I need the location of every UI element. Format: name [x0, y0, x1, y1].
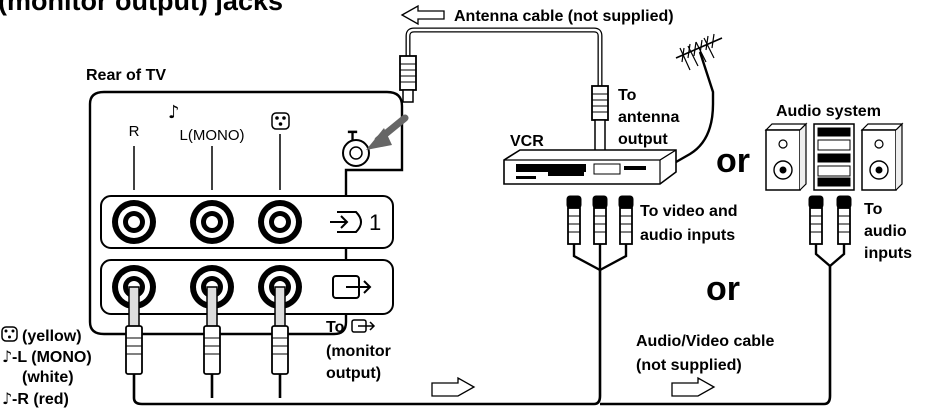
- cable-direction-arrow-right: [671, 376, 716, 397]
- to-audio-inputs-line1: To: [864, 201, 883, 218]
- monitor-output-icon: [332, 275, 372, 299]
- plug-into-r-output: [125, 286, 143, 375]
- jack-l-in: [190, 200, 234, 244]
- cable-direction-arrow: [431, 376, 476, 397]
- vcr-av-plugs: [566, 195, 634, 272]
- or-label-top: or: [716, 142, 750, 180]
- plug-into-l-output: [203, 286, 221, 375]
- video-icon: [271, 112, 290, 130]
- svg-text:♪: ♪: [2, 347, 12, 366]
- jack-label-l-mono: L(MONO): [180, 127, 245, 144]
- plug-into-video-output: [271, 286, 289, 375]
- to-monitor-output-line3: output): [326, 365, 381, 382]
- vcr-icon: [503, 149, 677, 185]
- svg-text:♪: ♪: [168, 102, 180, 123]
- vcr-label: VCR: [510, 133, 544, 150]
- input-jack-row: 1: [100, 195, 394, 249]
- antenna-cable: [399, 27, 609, 155]
- legend: (yellow) ♪ -L (MONO) (white) ♪ -R (red): [1, 326, 92, 408]
- to-video-audio-inputs-line1: To video and: [640, 203, 737, 220]
- audio-system-icon: [764, 122, 904, 191]
- music-note-icon: ♪: [168, 102, 180, 123]
- to-audio-inputs-line2: audio: [864, 223, 907, 240]
- video-icon: [1, 326, 18, 342]
- svg-text:♪: ♪: [2, 389, 12, 408]
- to-monitor-output-line1: To: [326, 319, 345, 336]
- input-number: 1: [369, 210, 381, 235]
- av-cable-label-line2: (not supplied): [636, 357, 742, 374]
- or-label-bottom: or: [706, 270, 740, 308]
- legend-red: -R (red): [12, 391, 69, 408]
- outdoor-antenna-icon: [675, 33, 723, 164]
- to-video-audio-inputs-line2: audio inputs: [640, 227, 735, 244]
- jack-r-in: [112, 200, 156, 244]
- audio-system-label: Audio system: [776, 103, 881, 120]
- jack-label-r: R: [129, 123, 140, 140]
- monitor-output-jack-row: [100, 259, 394, 315]
- to-antenna-output-line3: output: [618, 131, 668, 148]
- antenna-cable-arrow: [400, 4, 445, 26]
- tv-antenna-terminal: ┳: [342, 124, 370, 167]
- antenna-cable-label: Antenna cable (not supplied): [454, 8, 674, 25]
- music-note-icon: ♪: [2, 347, 12, 366]
- av-cable-label-line1: Audio/Video cable: [636, 333, 775, 350]
- monitor-output-small-icon: [351, 319, 376, 333]
- to-antenna-output-line2: antenna: [618, 109, 679, 126]
- to-audio-inputs-line3: inputs: [864, 245, 912, 262]
- svg-text:┳: ┳: [347, 124, 358, 141]
- legend-yellow: (yellow): [22, 328, 82, 345]
- legend-white: (white): [22, 369, 74, 386]
- to-monitor-output-line2: (monitor: [326, 343, 391, 360]
- insert-arrow-icon: [366, 114, 409, 150]
- music-note-icon: ♪: [2, 389, 12, 408]
- page-heading: (monitor output) jacks: [0, 0, 283, 16]
- to-antenna-output-line1: To: [618, 87, 637, 104]
- audio-video-cable: [132, 266, 832, 406]
- tv-label: Rear of TV: [86, 67, 166, 84]
- jack-video-in: [258, 200, 302, 244]
- legend-l-mono: -L (MONO): [12, 349, 92, 366]
- audio-system-plugs: [808, 195, 852, 267]
- input-icon: [330, 211, 362, 233]
